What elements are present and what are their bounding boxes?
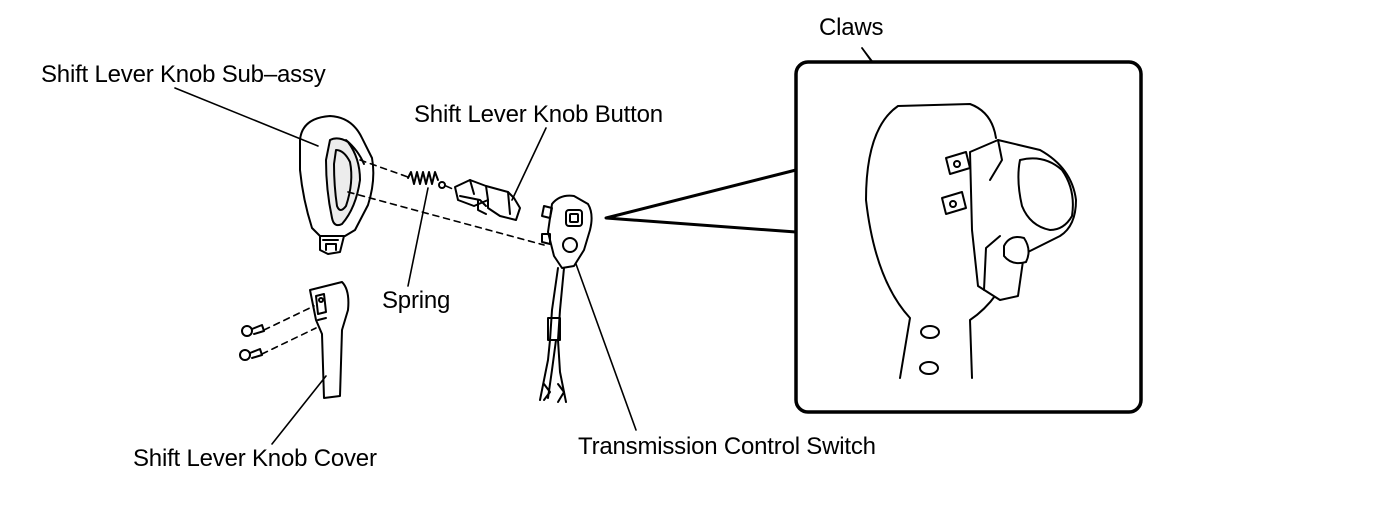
inset-detail-box [794,60,1143,414]
label-claws: Claws [819,14,884,41]
label-spring: Spring [382,287,451,314]
shift-lever-knob-button [454,179,521,221]
shift-lever-knob-sub-assy [299,115,375,255]
spring [407,171,446,189]
shift-lever-knob-cover [309,281,350,399]
screws [239,324,265,361]
transmission-control-switch [539,194,593,403]
label-shift-lever-knob-sub-assy: Shift Lever Knob Sub–assy [41,61,326,88]
assembly-dashed-lines [261,159,545,355]
label-shift-lever-knob-cover: Shift Lever Knob Cover [133,445,377,472]
inset-callout-pointer [604,168,798,234]
label-shift-lever-knob-button: Shift Lever Knob Button [414,101,663,128]
label-transmission-control-switch: Transmission Control Switch [578,433,876,460]
